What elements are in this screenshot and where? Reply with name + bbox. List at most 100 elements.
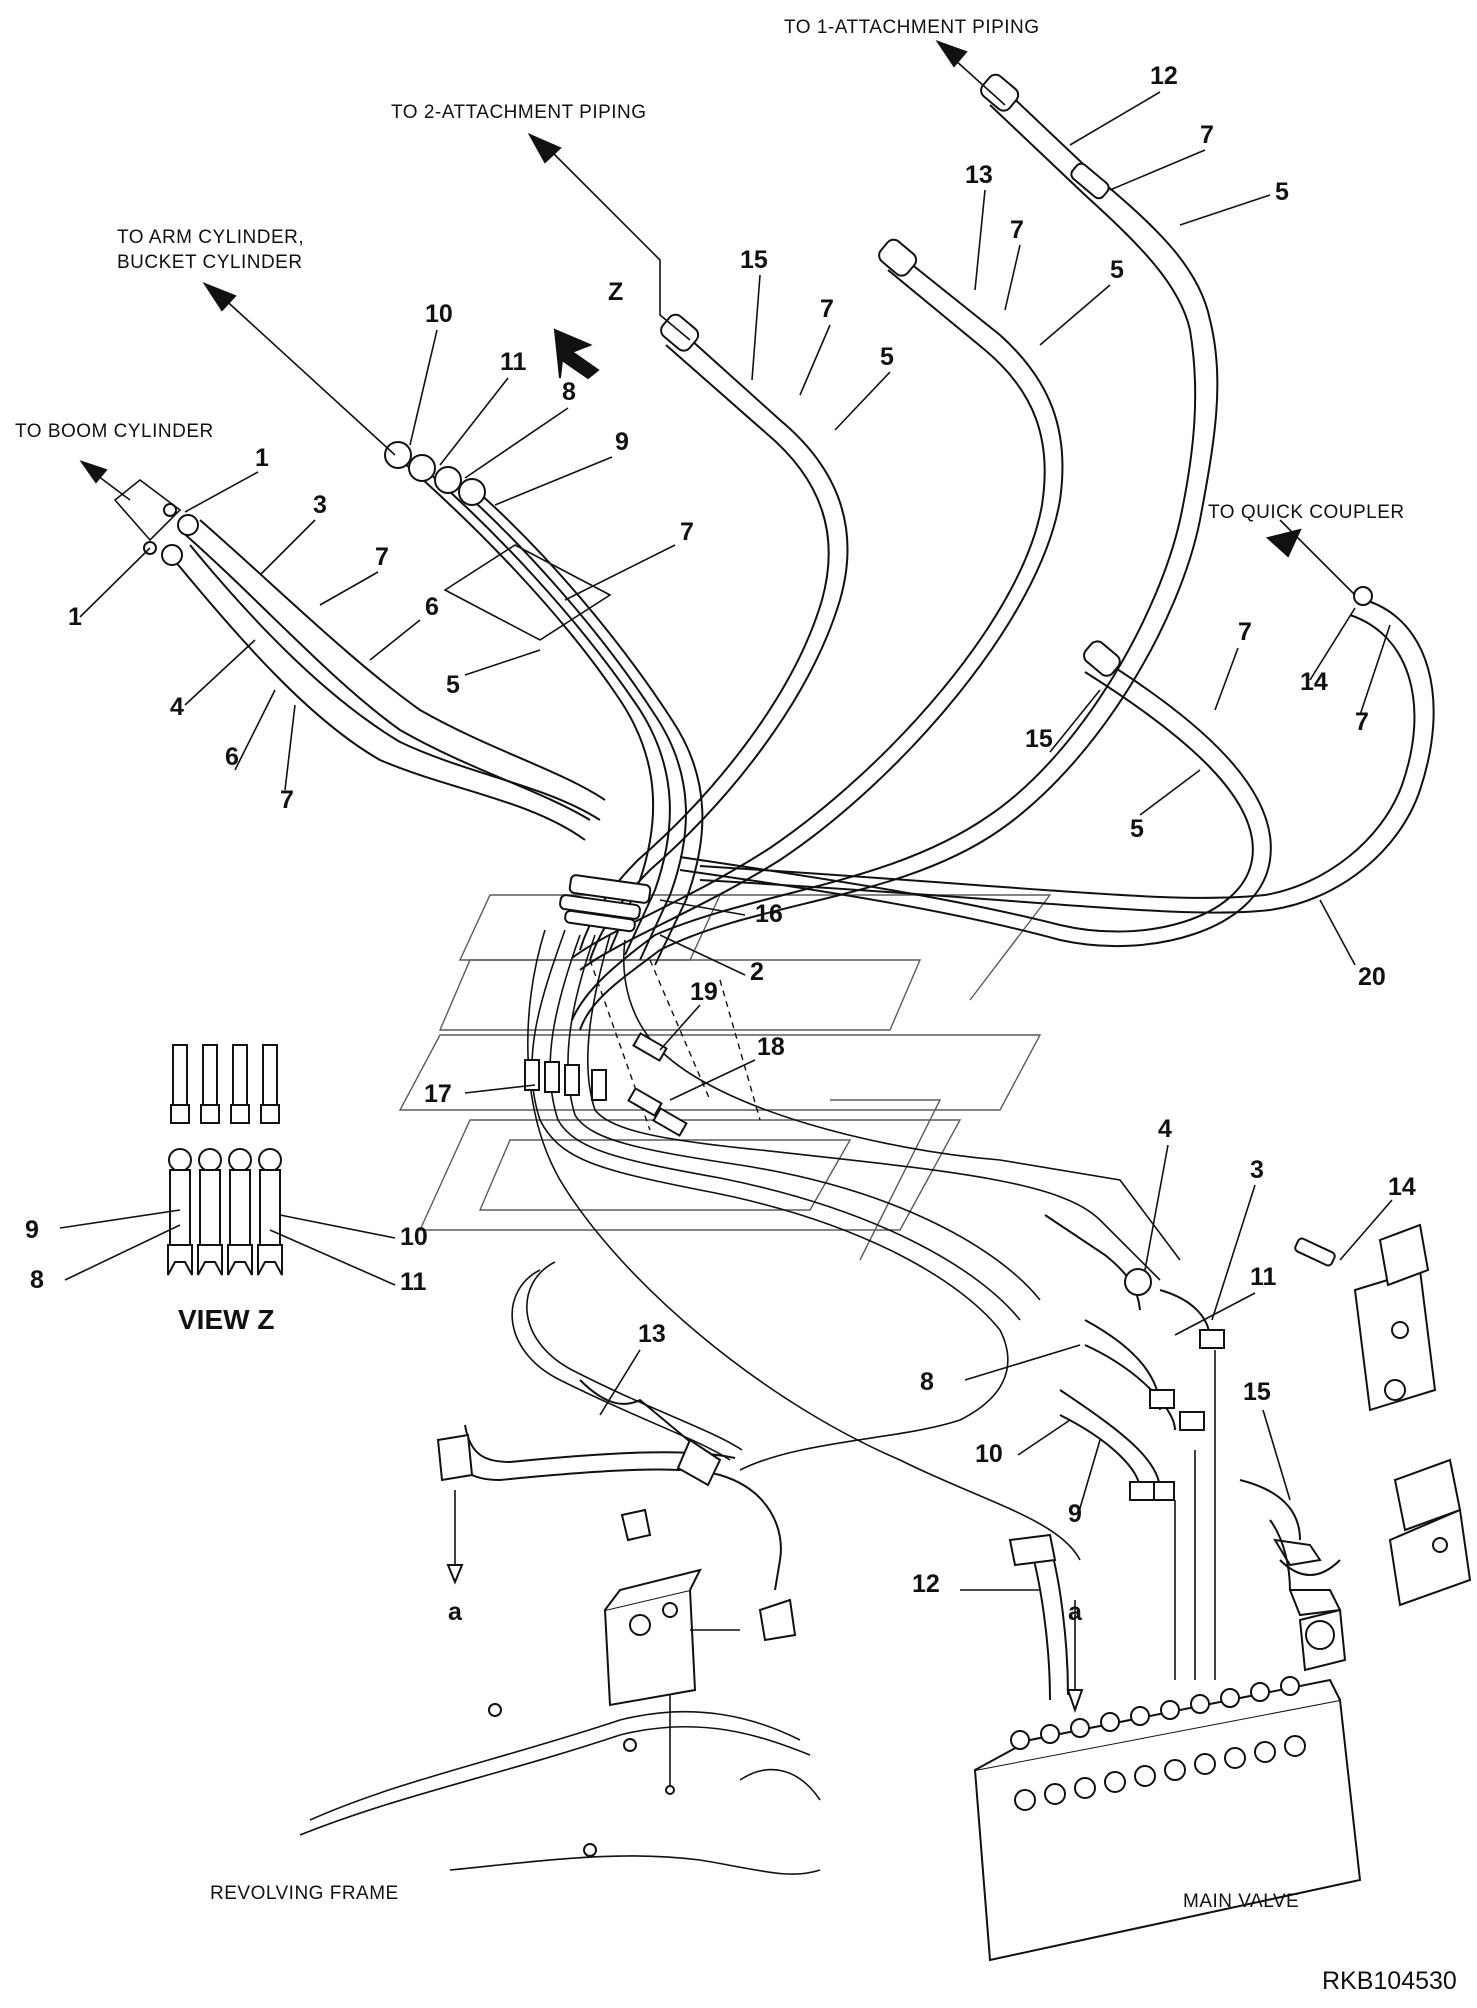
part-label-4-low: 4 — [1158, 1115, 1172, 1143]
part-label-14-low: 14 — [1388, 1173, 1416, 1201]
leader-line — [184, 471, 259, 513]
leader-line — [659, 899, 746, 916]
view-z-detail — [167, 1044, 283, 1276]
part-label-1-a: 1 — [255, 444, 269, 472]
valve-port — [1194, 1753, 1216, 1775]
valve-port — [1250, 1682, 1270, 1702]
leader-line — [1319, 899, 1356, 966]
part-label-17: 17 — [424, 1080, 452, 1108]
leader-line — [1077, 1439, 1101, 1516]
part-label-20: 20 — [1358, 963, 1386, 991]
part-label-11-view: 11 — [400, 1268, 427, 1296]
part-label-5-d: 5 — [446, 671, 460, 699]
view-z-title: VIEW Z — [178, 1304, 274, 1335]
part-label-13-low: 13 — [638, 1320, 666, 1348]
part-label-15-low: 15 — [1243, 1378, 1271, 1406]
hose-13 — [571, 238, 1064, 971]
leader-line — [64, 1224, 181, 1281]
direction-arrows — [79, 40, 1356, 596]
hose-1-attachment — [571, 73, 1219, 1031]
view-z-fitting — [197, 1044, 223, 1276]
valve-port — [1074, 1777, 1096, 1799]
leader-line — [1039, 284, 1111, 346]
valve-port — [1160, 1700, 1180, 1720]
part-label-8-low: 8 — [920, 1368, 934, 1396]
leader-line — [259, 519, 316, 576]
callout-to-1-attachment: TO 1-ATTACHMENT PIPING — [784, 17, 1040, 38]
hose-bundle-arm-bucket — [384, 441, 704, 966]
solenoid-valve-attachment — [1239, 1458, 1472, 1617]
part-label-6-b: 6 — [225, 743, 239, 771]
leader-line — [1339, 1199, 1393, 1261]
part-label-3-top: 3 — [313, 491, 327, 519]
valve-port — [1104, 1771, 1126, 1793]
clamp-16 — [559, 874, 652, 933]
leader-line — [659, 934, 746, 976]
leader-line — [751, 274, 761, 381]
part-label-11-top: 11 — [500, 348, 527, 376]
part-label-7-d: 7 — [680, 518, 694, 546]
hose-boom-cylinder — [113, 478, 606, 841]
section-a-right: a — [1068, 1598, 1083, 1626]
revolving-frame-valve — [436, 1379, 797, 1707]
leader-line — [284, 704, 296, 791]
leader-line — [1211, 1184, 1256, 1321]
leader-line — [834, 371, 891, 431]
leader-line — [1017, 1419, 1071, 1456]
part-label-7-c: 7 — [820, 295, 834, 323]
valve-port — [1284, 1735, 1306, 1757]
part-label-18: 18 — [757, 1033, 785, 1061]
leader-line — [1214, 647, 1239, 711]
part-label-7-f: 7 — [280, 786, 294, 814]
solenoid-valve-quick-coupler — [1294, 1223, 1437, 1412]
valve-port — [1044, 1783, 1066, 1805]
leader-line — [1174, 1292, 1256, 1336]
part-label-5-top: 5 — [1275, 178, 1289, 206]
part-label-10-low: 10 — [975, 1440, 1003, 1468]
leader-line — [1262, 1409, 1291, 1501]
leader-line — [1049, 689, 1101, 753]
leader-line — [659, 1004, 701, 1051]
leader-line — [599, 1349, 641, 1416]
leader-line — [494, 456, 613, 506]
valve-port — [1100, 1712, 1120, 1732]
part-label-11-low: 11 — [1250, 1263, 1277, 1291]
leader-line — [464, 1084, 536, 1094]
leader-line — [1004, 244, 1021, 311]
leader-line — [464, 649, 541, 676]
part-label-8-top: 8 — [562, 378, 576, 406]
leader-line — [369, 619, 421, 661]
part-label-9-view: 9 — [25, 1216, 39, 1244]
valve-port — [1070, 1718, 1090, 1738]
hose-lower-run — [511, 929, 1181, 1561]
fittings-17-18-19 — [524, 1032, 688, 1137]
leader-line — [269, 1229, 396, 1286]
leader-line — [439, 377, 509, 466]
part-label-5-b: 5 — [1110, 256, 1124, 284]
part-label-15-top: 15 — [740, 246, 768, 274]
part-label-7-e: 7 — [375, 543, 389, 571]
valve-port — [1254, 1741, 1276, 1763]
part-label-3-low: 3 — [1250, 1156, 1264, 1184]
leader-line — [464, 407, 569, 479]
view-z-fitting — [257, 1044, 283, 1276]
leader-line — [1109, 149, 1206, 191]
leader-line — [964, 1344, 1081, 1381]
part-label-8-view: 8 — [30, 1266, 44, 1294]
part-label-2: 2 — [750, 958, 764, 986]
main-valve — [973, 1533, 1362, 1962]
main-valve-hose-ends — [1044, 1214, 1225, 1680]
valve-port — [1134, 1765, 1156, 1787]
part-label-1-b: 1 — [68, 603, 82, 631]
leader-line — [409, 329, 438, 446]
callout-revolving-frame: REVOLVING FRAME — [210, 1883, 399, 1904]
view-arrow-label: Z — [608, 278, 623, 306]
valve-port — [1220, 1688, 1240, 1708]
view-z-fitting — [227, 1044, 253, 1276]
label-leaders — [59, 91, 1393, 1591]
leader-line — [319, 571, 379, 606]
hose-quick-coupler — [679, 586, 1435, 947]
part-label-7-h: 7 — [1355, 708, 1369, 736]
part-label-7-b: 7 — [1010, 216, 1024, 244]
